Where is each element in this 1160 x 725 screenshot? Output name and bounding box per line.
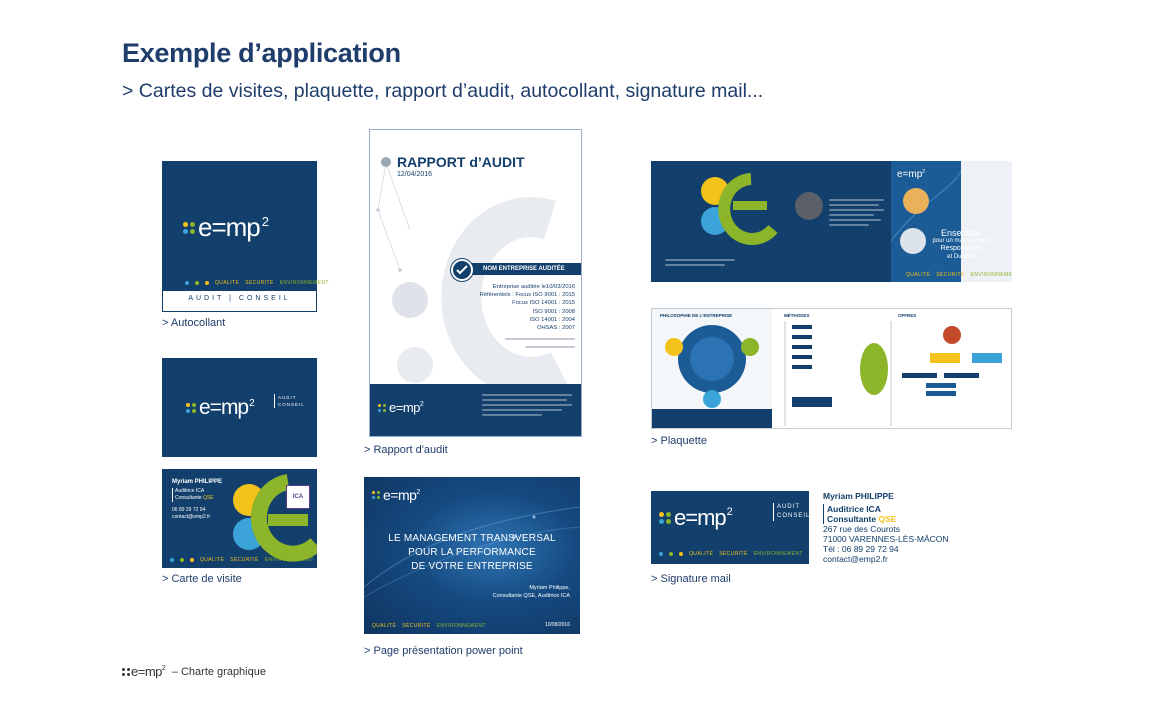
contact-lines [665,259,735,266]
ppt-headline: LE MANAGEMENT TRANSVERSAL POUR LA PERFOR… [388,533,556,572]
card-roles: Auditrice ICA Consultante QSE [172,488,214,502]
decorative-network-lines [376,162,570,390]
intro-text-lines [829,199,884,226]
caption-carte-visite: > Carte de visite [162,573,242,585]
caption-plaquette: > Plaquette [651,435,707,447]
company-band: NOM ENTREPRISE AUDITÉE [463,263,581,275]
signature-email[interactable]: contact@emp2.fr [823,554,888,564]
caption-signature: > Signature mail [651,573,731,585]
dots-icon [372,491,380,499]
plaquette-slogan: Ensemble pour un management Responsable … [932,228,990,261]
footer-text-lines [482,394,574,416]
audit-conseil-label: AUDIT | CONSEIL [188,295,291,302]
e-symbol-icon [233,474,317,562]
signature-phone: Tél : 06 89 29 72 94 [823,544,899,554]
signature-address1: 267 rue des Courots [823,524,901,534]
dots-icon [378,403,386,412]
plaquette-back-graphics [652,321,1002,428]
rapport-audit-cover: RAPPORT d’AUDIT 12/04/2016 NOM ENTREPRIS… [369,129,582,437]
check-badge-icon [451,259,473,281]
page-subtitle: > Cartes de visites, plaquette, rapport … [122,80,764,102]
plaquette-back: PHILOSOPHIE DE L'ENTREPRISE MÉTHODES OFF… [651,308,1012,429]
footer-text: – Charte graphique [171,665,266,678]
signature-name: Myriam PHILIPPE [823,491,894,501]
ppt-date: 10/08/2016 [544,622,570,628]
business-card-back: Myriam PHILIPPE Auditrice ICA Consultant… [162,469,317,568]
signature-address2: 71000 VARENNES-LÈS-MÂCON [823,534,949,544]
dots-icon [183,221,195,234]
signature-text: Myriam PHILIPPE Auditrice ICA Consultant… [823,491,949,564]
ica-badge: ICA [286,485,310,509]
light-streaks [364,506,580,598]
dots-icon [659,512,671,524]
plaquette-section-philosophie: PHILOSOPHIE DE L'ENTREPRISE [660,313,733,318]
ppt-author: Myriam Philippe, Consultante QSE, Auditr… [492,585,570,599]
page-title: Exemple d’application [122,38,401,68]
plaquette-section-methodes: MÉTHODES [784,313,810,318]
caption-powerpoint: > Page présentation power point [364,645,523,657]
signature-roles: Auditrice ICA Consultante QSE [823,504,949,524]
card-name: Myriam PHILIPPE [172,479,223,485]
plaquette-front-graphics [701,161,1012,282]
rapport-date: 12/04/2016 [397,171,433,178]
rapport-referentiels: Entreprise auditée le10/03/2016 Référent… [465,283,575,352]
bullet-dot-icon [381,157,391,167]
dots-icon [122,667,130,676]
caption-rapport: > Rapport d'audit [364,444,448,456]
caption-autocollant: > Autocollant [162,317,226,329]
footer-logo: e=mp [131,664,162,679]
plaquette-section-offres: OFFRES [898,313,917,318]
dots-icon [186,403,196,413]
rapport-title: RAPPORT d’AUDIT [397,154,525,170]
